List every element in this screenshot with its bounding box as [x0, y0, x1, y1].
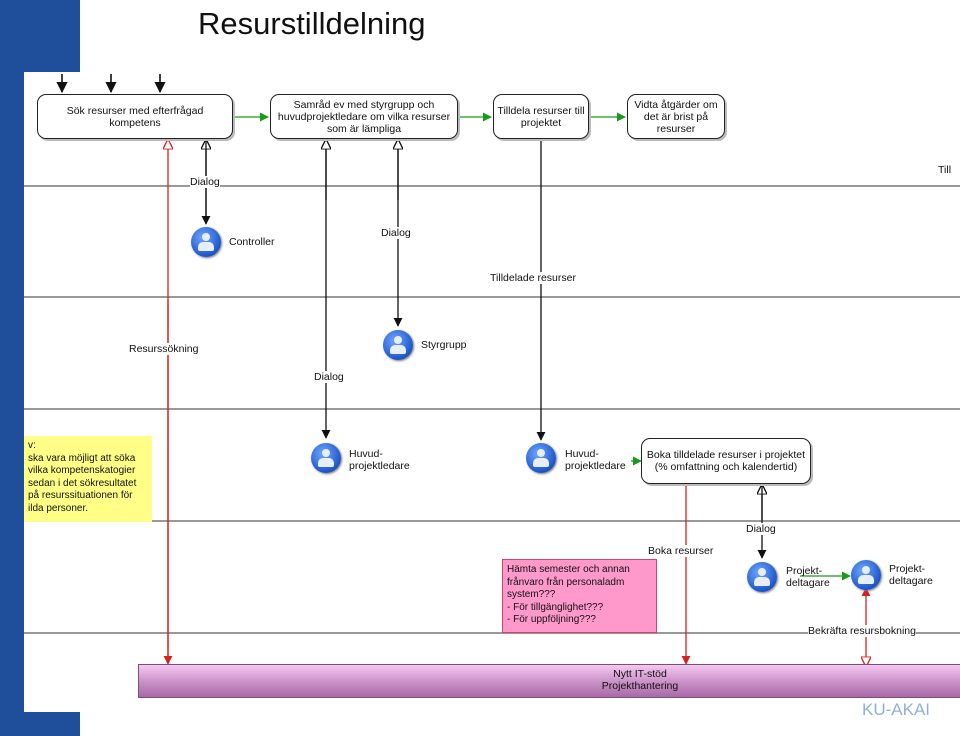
actor-controller-label: Controller [229, 236, 275, 248]
projektdeltagare-actor-icon [747, 562, 777, 592]
styrgrupp-actor-icon [383, 330, 413, 360]
note-yellow: v: ska vara möjligt att söka vilka kompe… [24, 436, 152, 522]
label-cut-off: Till [938, 164, 952, 176]
logo-fragment: KU-AKAI [862, 700, 931, 719]
process-samrad: Samråd ev med styrgrupp och huvudprojekt… [270, 94, 458, 139]
label-dialog-deltagare: Dialog [746, 523, 776, 535]
it-system-bar [138, 664, 960, 698]
label-dialog-styrgrupp: Dialog [381, 227, 411, 239]
actor-huvud1-label: Huvud- projektledare [349, 448, 410, 472]
huvudprojektledare-actor-icon [311, 443, 341, 473]
it-system-line1: Nytt IT-stöd [613, 668, 667, 680]
label-bekrafta-resursbokning: Bekräfta resursbokning [808, 625, 916, 637]
label-dialog-controller: Dialog [190, 176, 220, 188]
label-resurssokning: Resurssökning [129, 343, 199, 355]
actor-deltagare2-label: Projekt- deltagare [889, 563, 933, 587]
note-pink: Hämta semester och annan frånvaro från p… [502, 559, 657, 633]
process-tilldela: Tilldela resurser till projektet [493, 94, 589, 139]
actor-styrgrupp-label: Styrgrupp [421, 339, 467, 351]
process-sok-resurser: Sök resurser med efterfrågad kompetens [37, 94, 233, 139]
label-dialog-huvud: Dialog [314, 371, 344, 383]
it-system-label: Nytt IT-stöd Projekthantering [550, 668, 730, 692]
projektdeltagare-actor-icon-2 [851, 560, 881, 590]
page-title: Resurstilldelning [198, 6, 426, 41]
process-boka-tilldelade: Boka tilldelade resurser i projektet (% … [641, 438, 811, 484]
actor-huvud2-label: Huvud- projektledare [565, 448, 626, 472]
process-vidta-atgarder: Vidta åtgärder om det är brist på resurs… [627, 94, 725, 139]
frame-inner [24, 72, 80, 712]
actor-deltagare1-label: Projekt- deltagare [786, 565, 830, 589]
label-tilldelade-resurser: Tilldelade resurser [490, 272, 576, 284]
huvudprojektledare-actor-icon-2 [526, 443, 556, 473]
controller-actor-icon [191, 227, 221, 257]
it-system-line2: Projekthantering [601, 680, 679, 692]
label-boka-resurser: Boka resurser [648, 545, 714, 557]
